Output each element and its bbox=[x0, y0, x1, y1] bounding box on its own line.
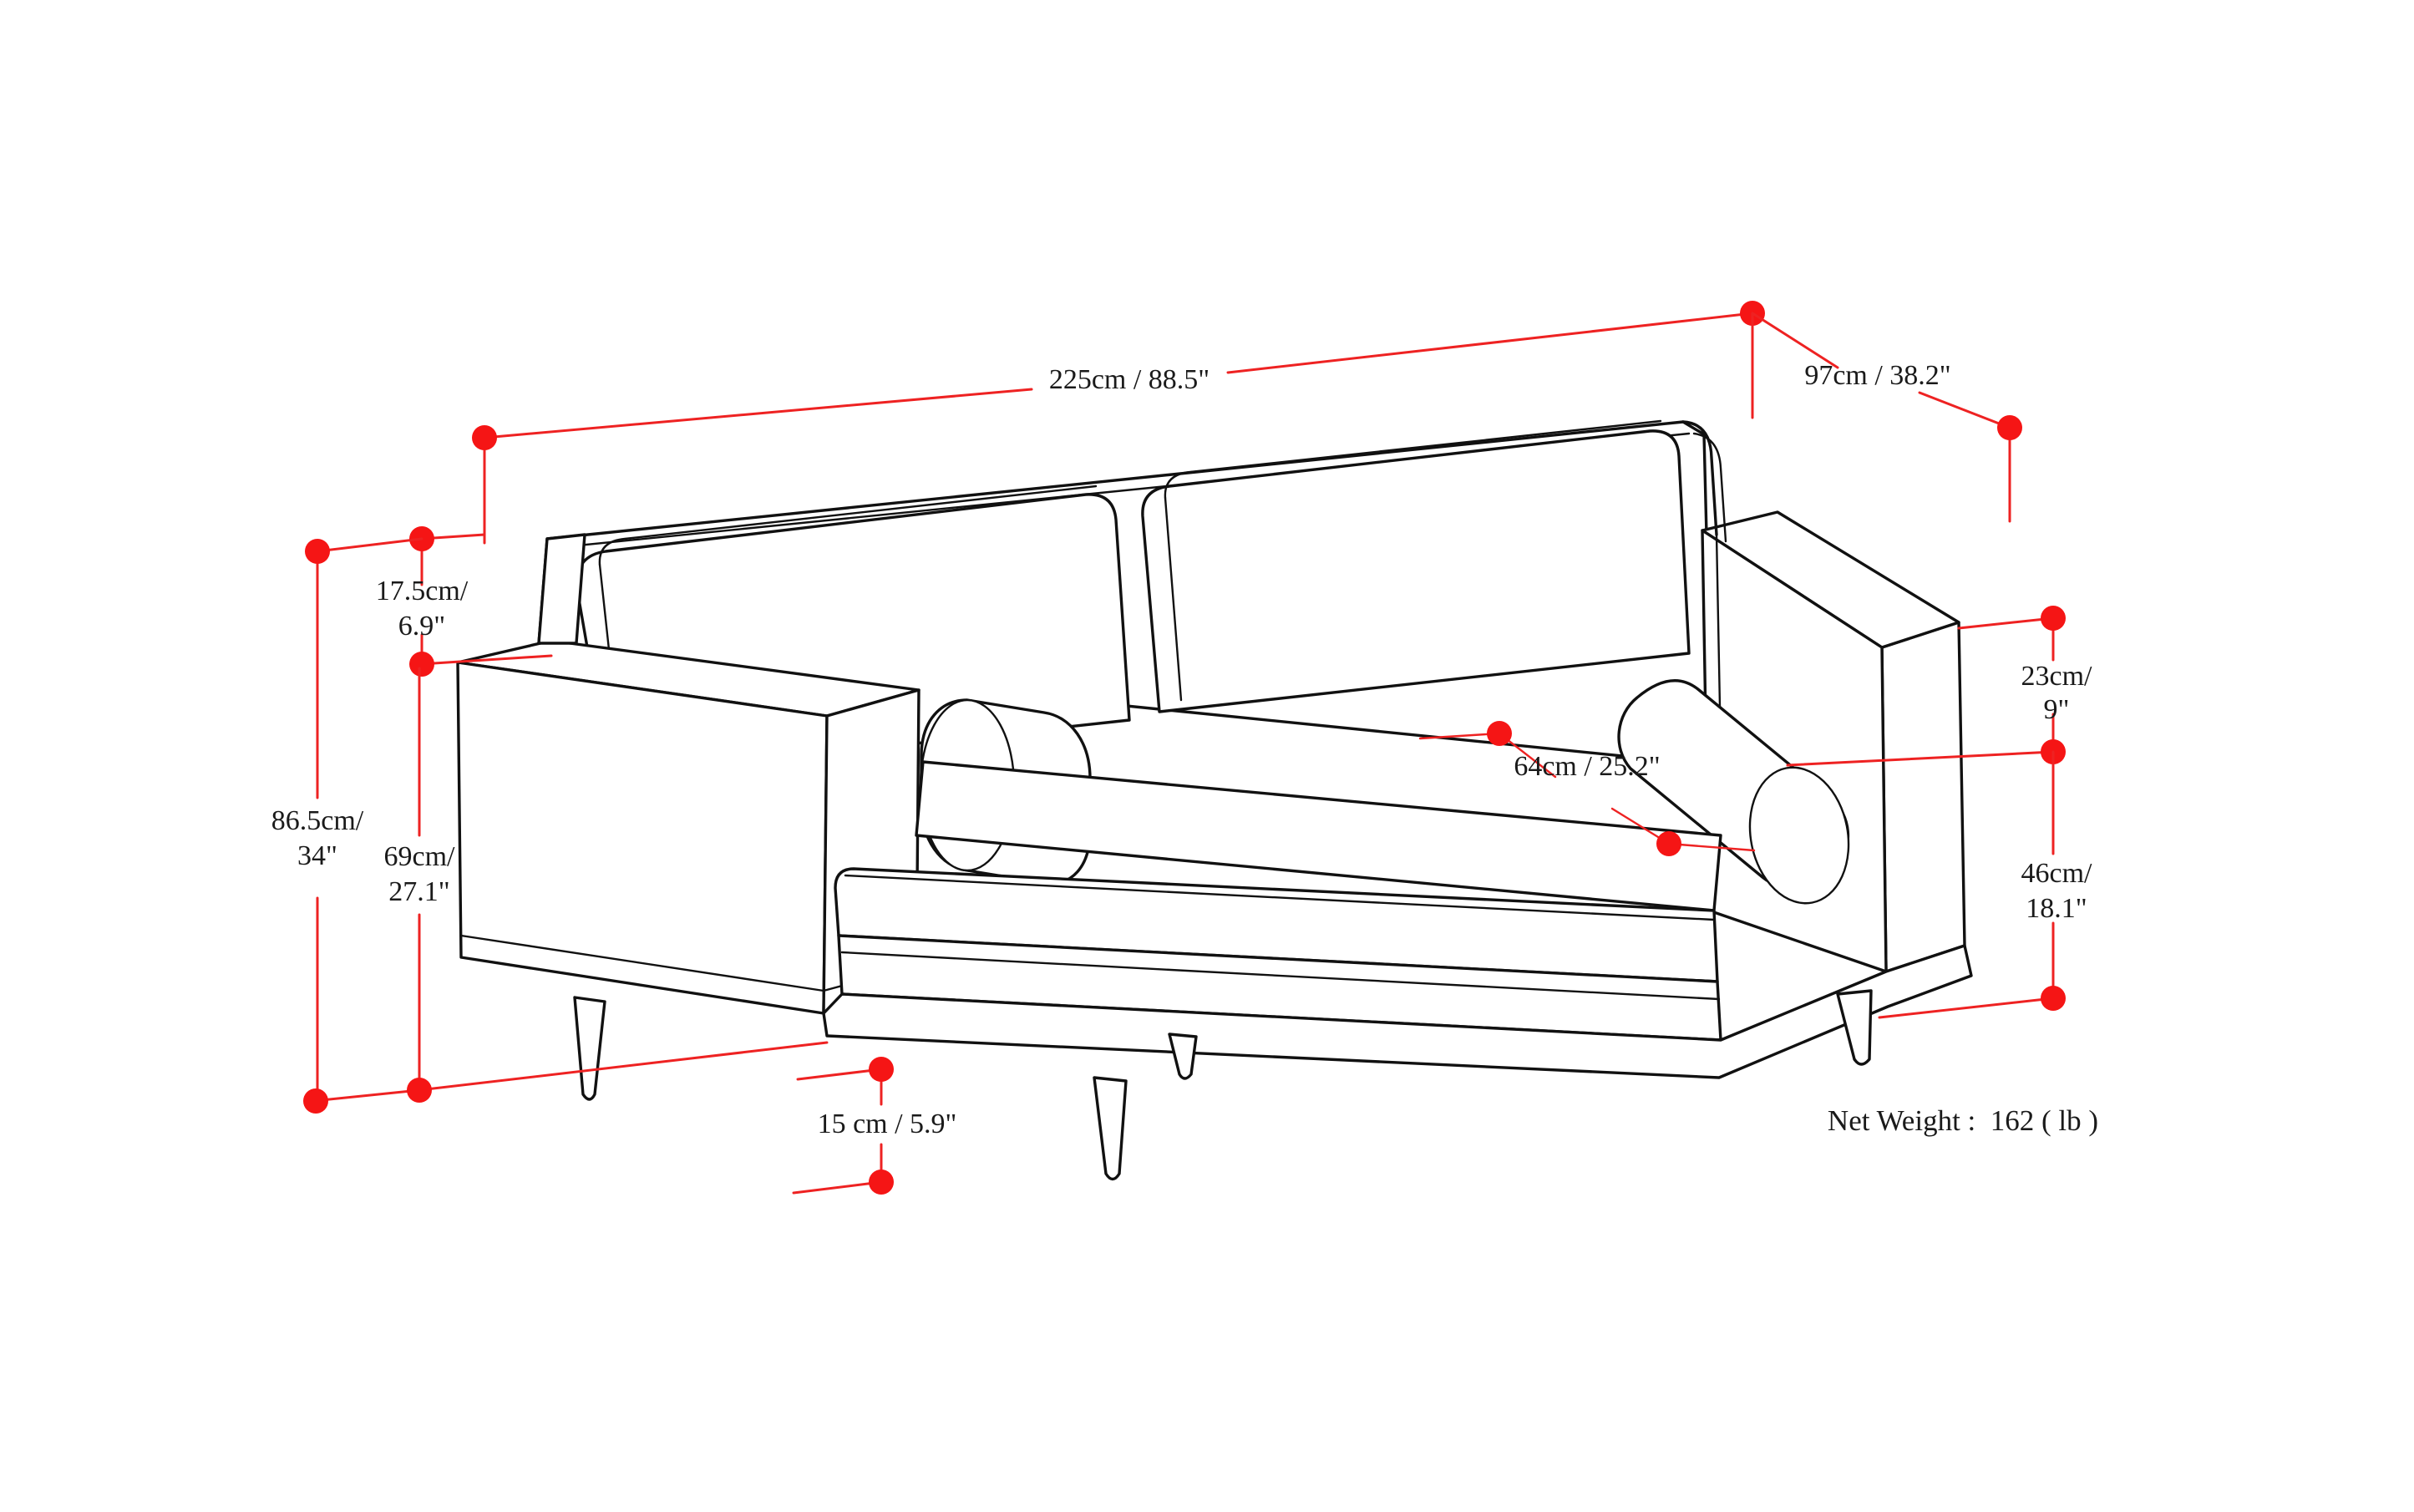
seat-depth-tick-upper bbox=[1418, 732, 1501, 740]
overall-width-leader-right bbox=[1226, 312, 1754, 374]
base-rail-welt bbox=[840, 951, 1721, 1001]
seat-cushion-top bbox=[915, 760, 1722, 912]
sofa-legs bbox=[573, 989, 1873, 1181]
leg-back-left bbox=[1168, 1033, 1198, 1080]
arm-height-top-leader bbox=[1957, 616, 2055, 630]
leg-height-top-leader bbox=[796, 1068, 883, 1081]
leg-front-left bbox=[573, 996, 606, 1101]
sofa-back-left-upright bbox=[537, 533, 586, 645]
overall-height-bottom-dot bbox=[303, 1088, 328, 1114]
leg-back-right bbox=[1836, 989, 1873, 1066]
leg-height-top-dot bbox=[869, 1057, 894, 1082]
back-left-upright bbox=[537, 533, 586, 645]
dimension-seat-depth: 64cm / 25.2" bbox=[1418, 721, 1756, 856]
back-cushion-height-bottom-leader bbox=[420, 654, 553, 666]
seat-height-bottom-dot bbox=[2041, 986, 2066, 1011]
sofa-illustration bbox=[456, 419, 1973, 1181]
overall-width-left-dot bbox=[472, 425, 497, 450]
dimension-overall-height: 86.5cm/ 34" bbox=[271, 537, 423, 1114]
left-arm-bottom-welt bbox=[459, 934, 825, 992]
sofa-base-rail bbox=[822, 934, 1973, 1079]
back-cushion-right bbox=[1141, 429, 1691, 713]
sofa-bolster-right bbox=[1617, 679, 1850, 905]
seat-height-label-line1: 46cm/ bbox=[2021, 858, 2093, 889]
dimension-back-height: 69cm/ 27.1" bbox=[384, 667, 829, 1103]
leg-height-bottom-leader bbox=[792, 1180, 883, 1195]
leg-height-label: 15 cm / 5.9" bbox=[818, 1109, 957, 1139]
overall-depth-label: 97cm / 38.2" bbox=[1804, 360, 1950, 391]
leg-front-center bbox=[1093, 1076, 1128, 1181]
back-cushion-right-side-seam bbox=[1164, 496, 1183, 702]
seat-cushion-front-welt bbox=[844, 874, 1716, 921]
base-plinth-top-edge bbox=[840, 970, 1888, 1042]
left-arm-outer-face bbox=[456, 661, 829, 1015]
back-height-label-line2: 27.1" bbox=[388, 876, 449, 907]
seat-depth-lower-dot bbox=[1656, 831, 1681, 856]
overall-height-top-dot bbox=[305, 539, 330, 564]
right-arm-outer-face bbox=[1880, 621, 1966, 973]
back-height-bottom-dot bbox=[407, 1078, 432, 1103]
sofa-seat-cushion bbox=[834, 760, 1722, 983]
arm-height-top-dot bbox=[2041, 606, 2066, 631]
overall-width-label: 225cm / 88.5" bbox=[1049, 364, 1210, 395]
dimension-back-cushion-height: 17.5cm/ 6.9" bbox=[376, 526, 553, 677]
overall-depth-leader-left bbox=[1751, 312, 1839, 369]
back-cushion-height-label-line1: 17.5cm/ bbox=[376, 576, 469, 606]
seat-cushion-front bbox=[834, 867, 1719, 983]
seat-depth-upper-dot bbox=[1487, 721, 1512, 746]
overall-depth-leader-right bbox=[1918, 391, 2011, 429]
dimension-seat-height: 46cm/ 18.1" bbox=[1878, 750, 2093, 1019]
bolster-right-endcap bbox=[1748, 766, 1850, 905]
seat-height-bottom-leader bbox=[1878, 997, 2055, 1019]
leg-height-bottom-dot bbox=[869, 1170, 894, 1195]
overall-depth-right-dot bbox=[1997, 415, 2022, 440]
overall-height-bottom-leader bbox=[312, 1088, 421, 1103]
arm-height-bottom-leader bbox=[1786, 750, 2055, 767]
seat-height-label-line2: 18.1" bbox=[2026, 893, 2087, 924]
right-arm-rounded-corner-inner bbox=[1692, 432, 1727, 543]
dimension-leg-height: 15 cm / 5.9" bbox=[792, 1057, 957, 1195]
overall-height-top-leader bbox=[316, 537, 423, 553]
seat-depth-label: 64cm / 25.2" bbox=[1514, 751, 1660, 782]
back-cushion-right-seam bbox=[1164, 419, 1662, 500]
overall-height-label-line1: 86.5cm/ bbox=[271, 805, 364, 836]
back-height-label-line1: 69cm/ bbox=[384, 841, 456, 872]
right-arm-rounded-corner-outer bbox=[1681, 420, 1718, 536]
dimension-arm-height: 23cm/ 9" bbox=[1786, 606, 2093, 767]
net-weight-label: Net Weight : 162 ( lb ) bbox=[1828, 1104, 2098, 1137]
seat-depth-tick-lower bbox=[1667, 842, 1756, 852]
arm-height-label-line2: 9" bbox=[2044, 694, 2070, 725]
overall-width-leader-left bbox=[483, 388, 1033, 439]
dimension-overall-depth: 97cm / 38.2" bbox=[1751, 312, 2022, 523]
back-cushion-left-seam bbox=[598, 485, 1098, 566]
arm-height-label-line1: 23cm/ bbox=[2021, 661, 2093, 692]
overall-height-label-line2: 34" bbox=[297, 840, 337, 871]
back-cushion-height-label-line2: 6.9" bbox=[398, 611, 445, 642]
back-cushion-height-bottom-dot bbox=[409, 652, 434, 677]
back-height-bottom-leader bbox=[418, 1041, 829, 1092]
dimension-overall-width: 225cm / 88.5" bbox=[472, 301, 1765, 545]
